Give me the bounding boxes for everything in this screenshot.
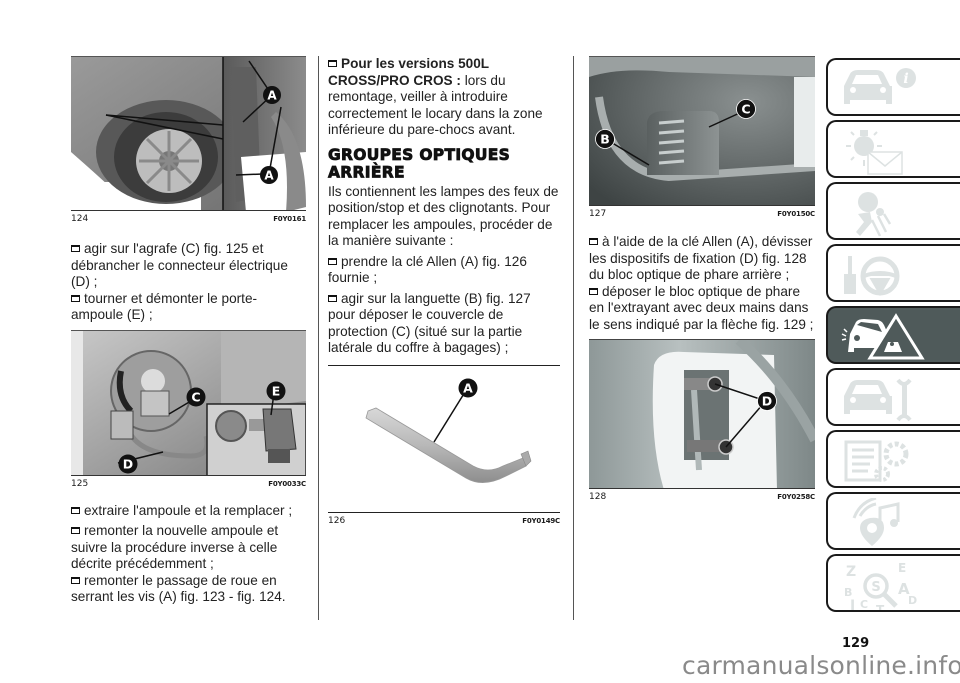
callout-a-top: A (263, 86, 281, 104)
sidebar-tab-emergency[interactable] (826, 306, 960, 364)
list-item: prendre la clé Allen (A) fig. 126 fourni… (328, 253, 527, 285)
column-2: Pour les versions 500L CROSS/PRO CROS : … (328, 56, 561, 528)
svg-text:A: A (264, 169, 274, 183)
svg-text:A: A (463, 380, 473, 395)
sidebar-tab-technical-data[interactable] (826, 430, 960, 488)
svg-text:D: D (123, 456, 133, 471)
sidebar-tab-index[interactable]: Z E B A I C T D S (826, 554, 960, 612)
svg-text:D: D (908, 594, 917, 607)
sidebar-tab-starting-driving[interactable] (826, 244, 960, 302)
checkbox-bullet-icon (71, 294, 80, 302)
column-1: A A 124 F0Y0161 agir sur l'agrafe (C) fi… (71, 56, 306, 606)
list-item: tourner et démonter le porte-ampoule (E)… (71, 290, 258, 322)
car-info-icon: i (844, 68, 916, 104)
list-item: déposer le bloc optique de phare en l'ex… (589, 283, 814, 332)
section-heading: GROUPES OPTIQUES ARRIÈRE (328, 144, 511, 182)
alphabetical-index-icon: Z E B A I C T D S (844, 561, 917, 612)
list-item: remonter la nouvelle ampoule et suivre l… (71, 523, 279, 571)
page-number: 129 (842, 636, 870, 651)
svg-text:I: I (850, 598, 855, 612)
svg-text:C: C (741, 102, 750, 117)
warning-lights-messages-icon (846, 130, 903, 175)
figure-code: F0Y0149C (522, 516, 560, 525)
figure-code: F0Y0033C (268, 479, 306, 488)
list-item: extraire l'ampoule et la remplacer ; (71, 503, 306, 520)
svg-text:C: C (191, 389, 200, 404)
list-item: agir sur l'agrafe (C) fig. 125 et débran… (71, 241, 288, 289)
version-note: Pour les versions 500L CROSS/PRO CROS : … (328, 56, 543, 137)
checkbox-bullet-icon (589, 238, 598, 245)
figure-number: 125 (71, 478, 89, 489)
svg-text:S: S (871, 580, 880, 595)
svg-text:i: i (903, 71, 908, 87)
checkbox-bullet-icon (71, 576, 80, 584)
figure-code: F0Y0161 (273, 215, 306, 223)
intro-paragraph: Ils contiennent les lampes des feux de p… (328, 183, 559, 249)
figure-number: 126 (328, 515, 346, 526)
figure-number: 128 (589, 492, 607, 502)
figure-128: D 128 F0Y0258C (589, 339, 815, 504)
checkbox-bullet-icon (71, 527, 80, 534)
sidebar-tab-safety[interactable] (826, 182, 960, 240)
figure-126-image: A (328, 364, 560, 513)
figure-128-image: D (589, 339, 815, 489)
svg-text:D: D (762, 394, 772, 409)
checkbox-bullet-icon (71, 506, 80, 514)
car-maintenance-icon (844, 378, 912, 422)
svg-text:Z: Z (846, 564, 856, 580)
column-divider-1 (318, 56, 319, 620)
checkbox-bullet-icon (328, 294, 337, 302)
key-steering-wheel-icon (844, 256, 900, 296)
checkbox-bullet-icon (328, 60, 337, 67)
sidebar-tab-multimedia[interactable] (826, 492, 960, 550)
svg-text:B: B (600, 132, 610, 147)
sidebar-tab-car-info[interactable]: i (826, 58, 960, 116)
checkbox-bullet-icon (328, 257, 337, 265)
sidebar-tab-maintenance[interactable] (826, 368, 960, 426)
checkbox-bullet-icon (589, 287, 598, 295)
figure-127-image: B C (589, 56, 815, 206)
technical-specs-icon (844, 440, 909, 482)
figure-125-image: C E D (71, 329, 306, 476)
svg-text:A: A (898, 580, 910, 598)
svg-text:T: T (876, 603, 885, 612)
sidebar-tab-warning-lights[interactable] (826, 120, 960, 178)
figure-126: A 126 F0Y0149C (328, 364, 560, 528)
svg-text:E: E (272, 383, 281, 398)
checkbox-bullet-icon (71, 245, 80, 252)
list-item: agir sur la languette (B) fig. 127 pour … (328, 290, 531, 355)
airbag-safety-icon (856, 192, 892, 237)
column-3: B C 127 F0Y0150C à l'aide de la clé Alle… (589, 56, 815, 504)
figure-code: F0Y0150C (777, 210, 815, 218)
watermark: carmanualsonline.info (682, 651, 960, 680)
figure-number: 124 (71, 214, 89, 224)
figure-124-image: A A (71, 56, 306, 211)
emergency-triangle-icon (841, 313, 925, 360)
figure-127: B C 127 F0Y0150C (589, 56, 815, 221)
list-item: à l'aide de la clé Allen (A), dévisser l… (589, 234, 813, 282)
figure-code: F0Y0258C (777, 493, 815, 501)
svg-text:E: E (898, 561, 906, 575)
figure-125: C E D 125 F0Y0033C (71, 329, 306, 491)
svg-text:A: A (267, 89, 277, 103)
figure-124: A A 124 F0Y0161 (71, 56, 306, 226)
figure-number: 127 (589, 209, 607, 219)
multimedia-icon (852, 498, 900, 546)
svg-text:B: B (844, 586, 852, 599)
column-divider-2 (573, 56, 574, 620)
list-item: remonter le passage de roue en serrant l… (71, 572, 286, 604)
svg-text:C: C (860, 598, 868, 611)
